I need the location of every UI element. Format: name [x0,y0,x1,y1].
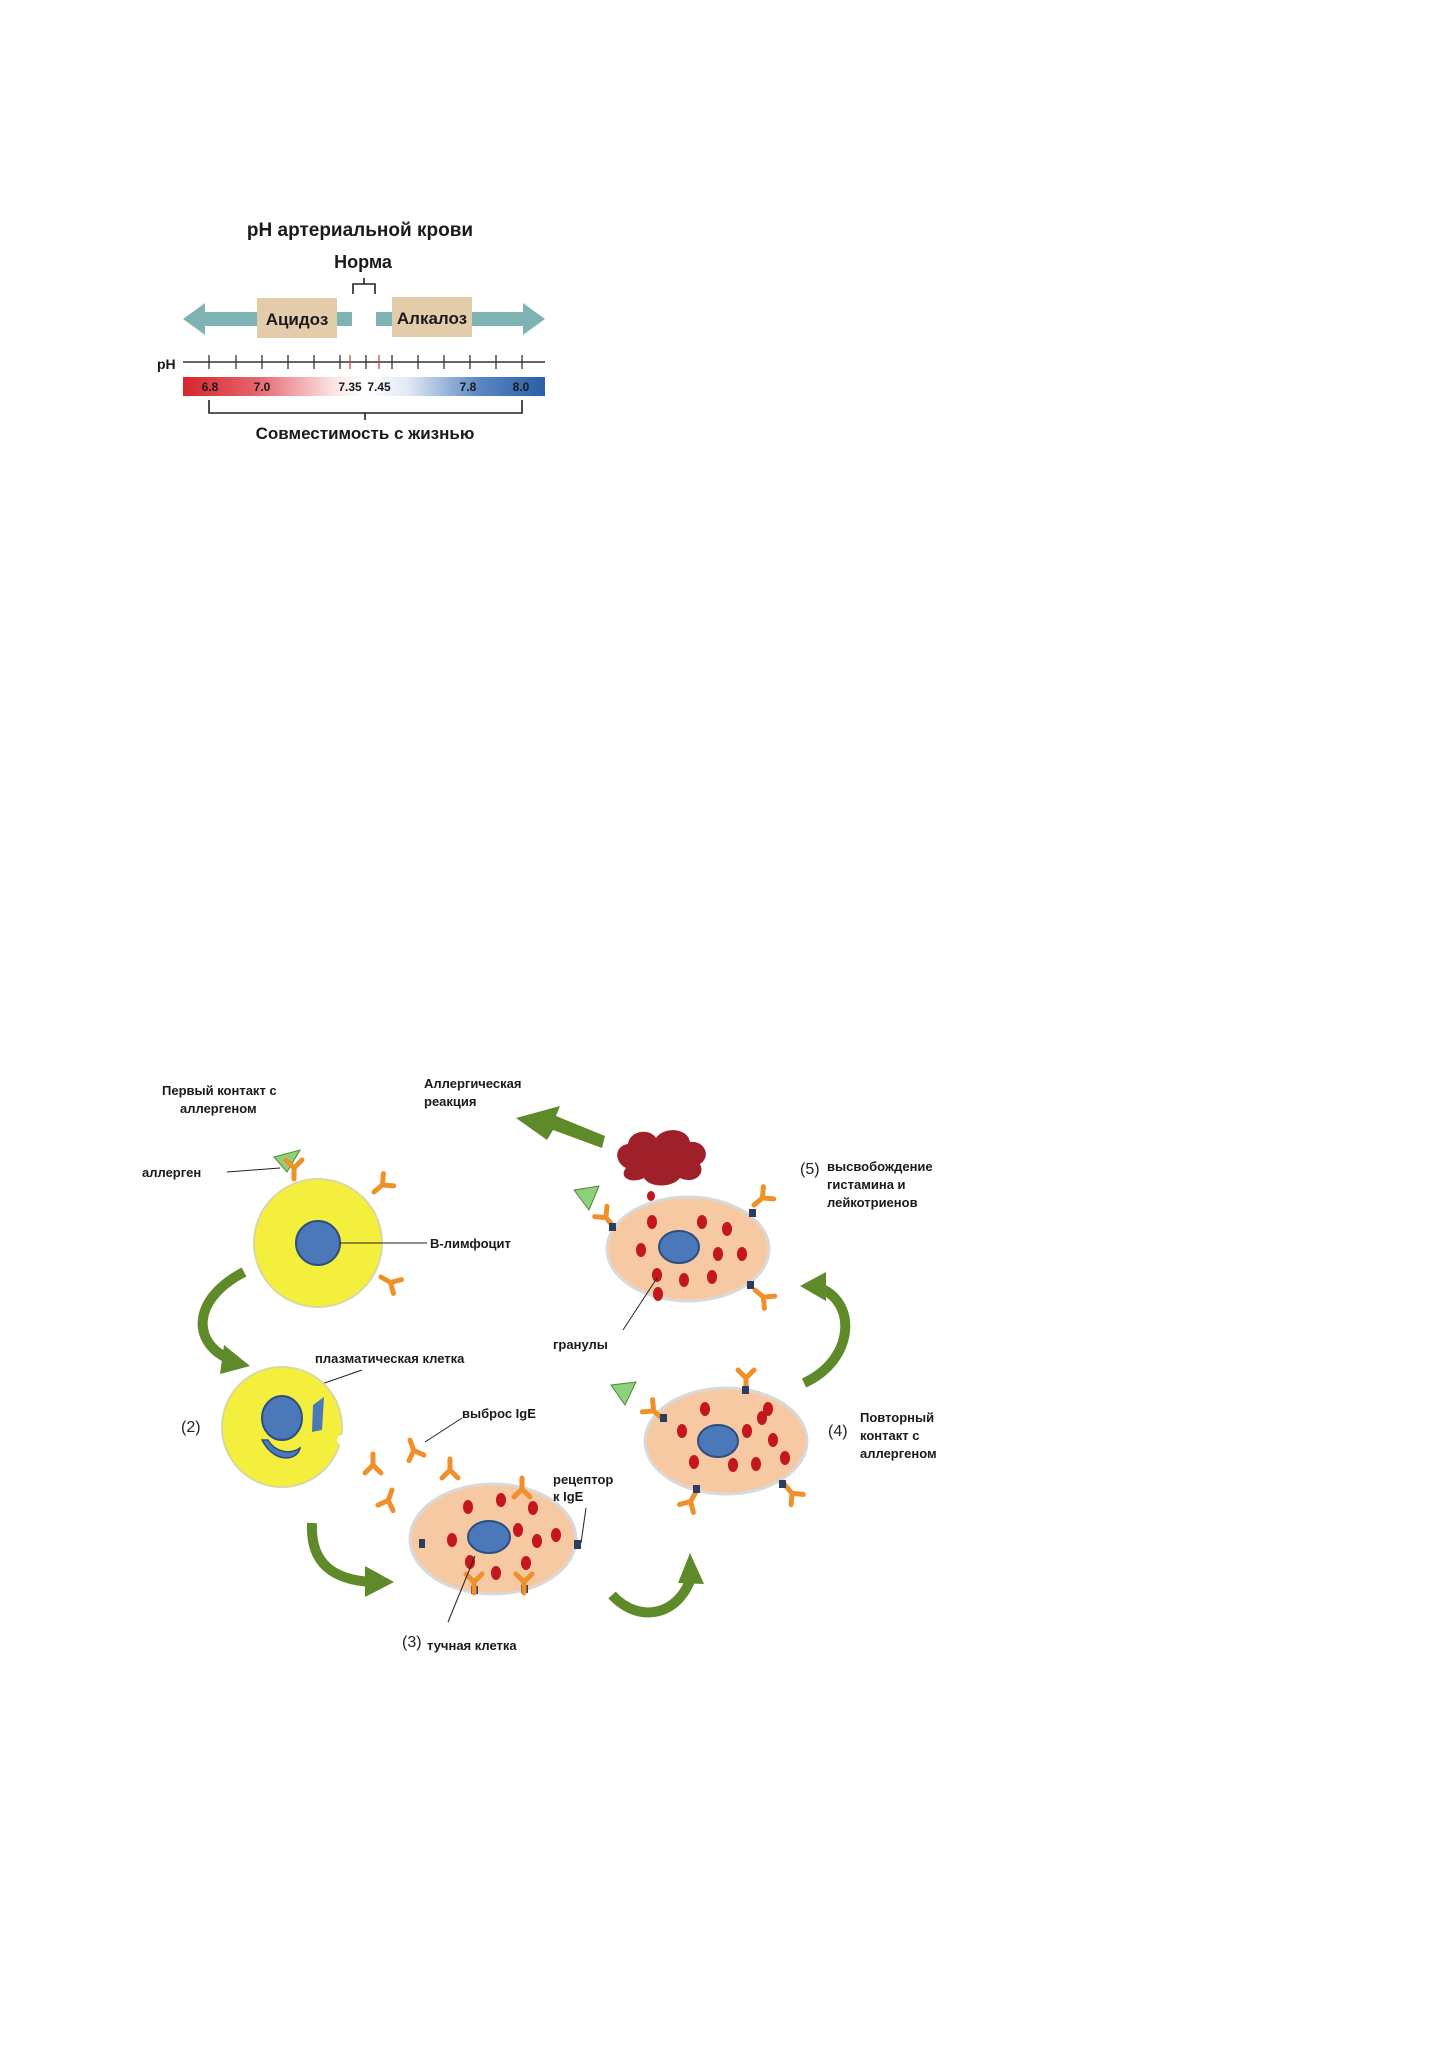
mast-cell-pointer [447,1555,476,1623]
step2-number: (2) [181,1419,201,1436]
b-lymphocyte-nucleus [295,1220,341,1266]
b-lymphocyte-label: В-лимфоцит [430,1236,511,1251]
tick-label-7-45: 7.45 [367,380,391,394]
antibody-icon [377,1270,401,1293]
first-contact-label: Первый контакт с аллергеном [162,1083,280,1116]
allergen-pointer [226,1167,281,1173]
ige-release-label: выброс IgE [462,1406,536,1421]
reticulum-fragment [312,1397,324,1432]
plasma-cell-label: плазматическая клетка [315,1351,465,1366]
cycle-arrow-3 [608,1573,697,1618]
cycle-arrow-4 [801,1282,851,1388]
plasma-cell-nucleus [261,1395,303,1441]
antibody-icon [749,1187,774,1211]
ige-receptor [779,1480,786,1488]
ige-receptor [749,1209,756,1217]
ige-receptor [693,1485,700,1493]
allergen-triangle-5 [573,1185,600,1211]
allergen-label: аллерген [142,1165,201,1180]
arrowhead-icon [220,1345,250,1374]
histamine-cloud [617,1130,706,1186]
tick-label-8-0: 8.0 [513,380,530,394]
ige-receptor [660,1414,667,1422]
allergen-triangle-4 [610,1381,637,1406]
ige-receptor [419,1539,425,1548]
arrowhead-icon [365,1566,394,1597]
ige-antibody-icon [365,1454,381,1473]
tick-label-7-8: 7.8 [460,380,477,394]
granules-label: гранулы [553,1337,608,1352]
tick-label-7-35: 7.35 [338,380,362,394]
ph-axis-label: pH [157,356,176,372]
ige-antibody-icon [378,1487,400,1510]
acidosis-box [257,298,337,338]
arrowhead-icon [678,1553,704,1584]
cycle-arrow-1 [197,1267,247,1365]
receptor-pointer [580,1507,587,1544]
compat-bracket [208,400,523,420]
tick-label-6-8: 6.8 [202,380,219,394]
ige-receptor [609,1223,616,1231]
receptor-label: рецептор к IgE [553,1472,617,1504]
cycle-arrow-2 [306,1522,373,1587]
ph-axis-ticks [208,355,523,369]
mast-cell-nucleus [467,1520,511,1554]
compat-label: Совместимость с жизнью [256,424,475,443]
ph-title: pH артериальной крови [247,220,473,241]
norm-bracket [352,278,376,294]
endoplasmic-reticulum [260,1439,302,1459]
arrowhead-icon [800,1272,826,1301]
ige-receptor [742,1386,749,1394]
secretion-notch [337,1435,347,1445]
mast-cell-label: тучная клетка [427,1638,517,1653]
acidosis-label: Ацидоз [266,310,329,329]
step5-label: высвобождение гистамина и лейкотриенов [827,1159,936,1210]
antibody-icon [369,1174,394,1198]
step5-number: (5) [800,1161,820,1178]
ige-pointer [424,1417,463,1443]
step4-number: (4) [828,1423,848,1440]
alkalosis-label: Алкалоз [397,309,467,328]
allergic-reaction-arrow [516,1106,605,1148]
ige-receptor [747,1281,754,1289]
degranulating-cell-nucleus [658,1230,700,1264]
tick-label-7-0: 7.0 [254,380,271,394]
norm-label: Норма [334,252,393,272]
step3-number: (3) [402,1634,422,1651]
ph-scale-bar [183,377,545,396]
alkalosis-box [392,297,472,337]
allergic-reaction-label: Аллергическая реакция [424,1076,525,1109]
ige-antibody-icon [442,1459,458,1478]
ige-antibody-icon [402,1437,424,1460]
ige-receptor [574,1540,581,1549]
granules-pointer [622,1277,658,1331]
step4-label: Повторный контакт с аллергеном [860,1410,938,1461]
mast-cell-sensitized-nucleus [697,1424,739,1458]
